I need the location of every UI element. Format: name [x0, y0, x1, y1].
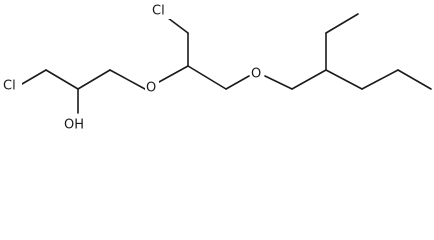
atom-label-oh: OH — [64, 118, 84, 133]
bond-c12-c13 — [397, 69, 432, 90]
bond-c2-c3 — [77, 69, 111, 90]
bond-c4-c6 — [187, 65, 227, 90]
ether-oxygen-1: O — [145, 80, 159, 96]
bond-cl-c1 — [21, 69, 47, 85]
hydroxyl-group: OH — [63, 117, 89, 133]
bond-o1-c4 — [158, 65, 189, 83]
bond-skeleton — [21, 13, 432, 114]
atom-label-o2: O — [251, 67, 261, 82]
bond-c6-o2 — [225, 75, 250, 90]
ether-oxygen-2: O — [250, 66, 264, 82]
atom-label-o1: O — [146, 81, 156, 96]
bond-o2-c7 — [264, 75, 293, 90]
bond-c9-c10 — [325, 13, 359, 34]
atom-label-cl-top: Cl — [152, 4, 165, 19]
bond-c3-o1 — [109, 69, 146, 90]
bond-c1-c2 — [45, 69, 79, 90]
bond-c8-c11 — [325, 69, 363, 90]
bond-c5-cl — [167, 17, 189, 34]
chlorine-atom-left: Cl — [2, 78, 22, 94]
atom-label-cl-left: Cl — [3, 79, 16, 94]
chemical-structure-diagram: Cl OH O Cl O — [2, 3, 432, 133]
atom-labels: Cl OH O Cl O — [2, 3, 264, 133]
bond-c11-c12 — [361, 69, 399, 90]
chlorine-atom-top: Cl — [151, 3, 171, 19]
bond-c7-c8 — [291, 69, 327, 90]
